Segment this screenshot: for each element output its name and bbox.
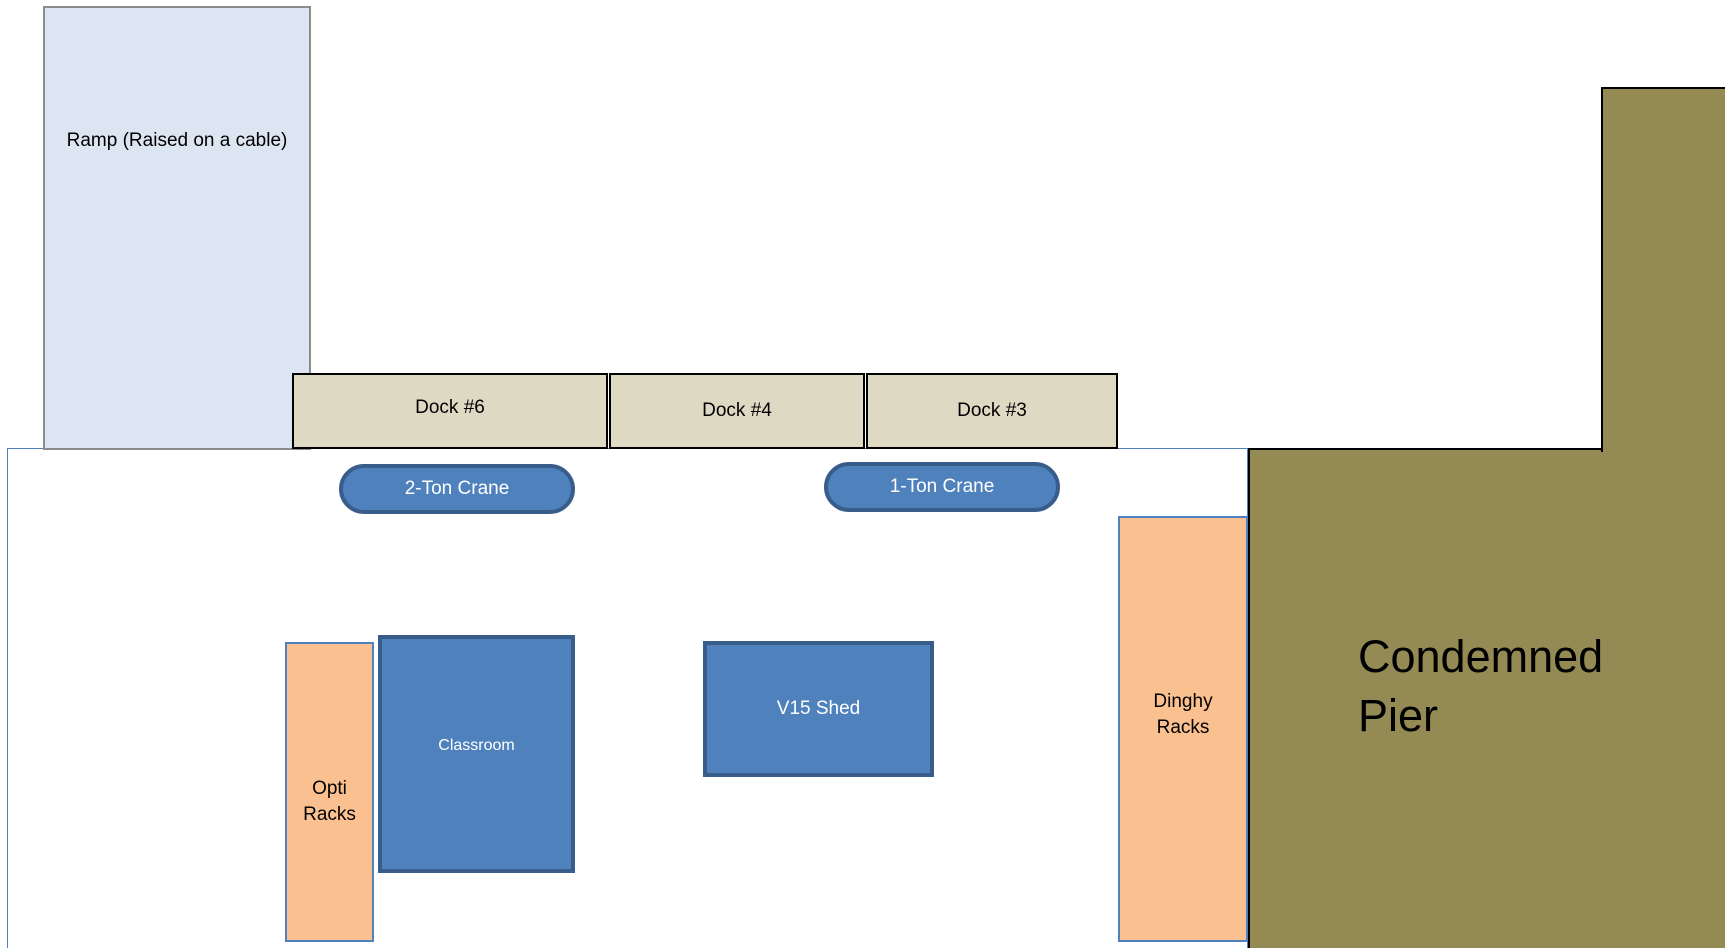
opti-racks: Opti Racks — [285, 642, 374, 942]
condemned-pier-line1: Condemned — [1358, 631, 1604, 682]
crane-2-ton: 2-Ton Crane — [339, 464, 575, 514]
condemned-pier-lower — [1248, 448, 1725, 948]
crane-1-ton: 1-Ton Crane — [824, 462, 1060, 512]
condemned-pier-label: Condemned Pier — [1358, 628, 1603, 745]
condemned-pier-line2: Pier — [1358, 689, 1439, 741]
classroom: Classroom — [378, 635, 575, 873]
ramp: Ramp (Raised on a cable) — [43, 6, 311, 450]
crane-1-ton-label: 1-Ton Crane — [889, 476, 995, 498]
v15-shed-label: V15 Shed — [776, 698, 861, 720]
dock-4-label: Dock #4 — [702, 400, 772, 422]
opti-racks-line2: Racks — [303, 804, 356, 825]
dinghy-racks-line2: Racks — [1156, 717, 1210, 738]
crane-2-ton-label: 2-Ton Crane — [404, 478, 510, 500]
dock-3: Dock #3 — [866, 373, 1118, 449]
classroom-label: Classroom — [438, 737, 515, 755]
dock-3-label: Dock #3 — [957, 400, 1027, 422]
ramp-label: Ramp (Raised on a cable) — [66, 130, 288, 151]
v15-shed: V15 Shed — [703, 641, 934, 777]
dock-6-label: Dock #6 — [415, 397, 485, 419]
dinghy-racks-label: Dinghy Racks — [1153, 689, 1212, 740]
dinghy-racks-line1: Dinghy — [1153, 691, 1213, 713]
opti-racks-line1: Opti — [312, 778, 347, 800]
opti-racks-label: Opti Racks — [303, 776, 356, 827]
dinghy-racks: Dinghy Racks — [1118, 516, 1248, 942]
dock-6: Dock #6 — [292, 373, 608, 449]
condemned-pier-upper — [1601, 87, 1725, 452]
dock-4: Dock #4 — [609, 373, 865, 449]
shore-area-outline — [7, 448, 1248, 948]
